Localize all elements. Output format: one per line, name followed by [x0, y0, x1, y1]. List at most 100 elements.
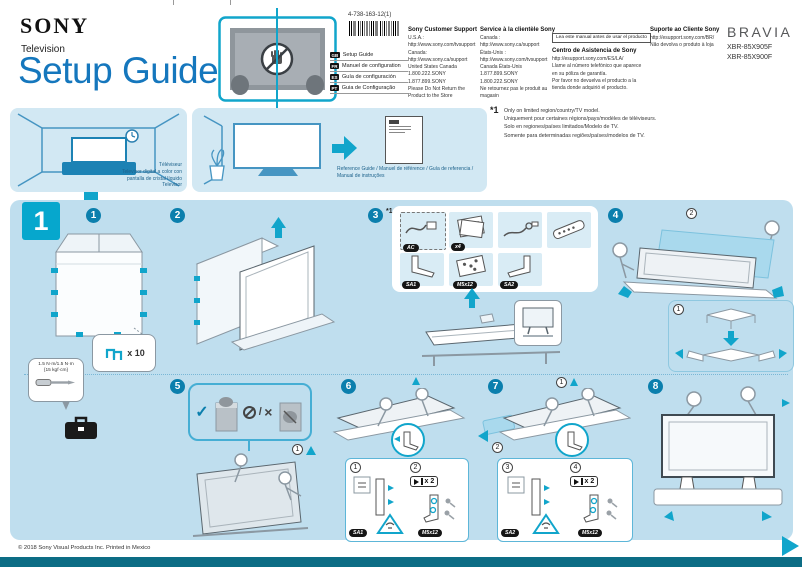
screws-label: M5x12 — [418, 529, 442, 537]
accessory-label: SA2 — [500, 281, 519, 289]
screw-count-box: x 2 — [410, 476, 439, 487]
support-title: Centro de Asistencia de Sony — [552, 48, 637, 54]
step6-illustration — [332, 388, 466, 457]
footer-bar — [0, 557, 802, 567]
reference-caption: Reference Guide / Manuel de référence / … — [337, 166, 474, 179]
step8-illustration — [653, 386, 790, 521]
fold-mark — [173, 0, 174, 5]
fold-mark — [230, 0, 231, 5]
accessory-remote — [547, 212, 591, 248]
model-number: XBR-85X900F — [727, 53, 773, 61]
prohibition-icon — [243, 405, 257, 419]
read-manual-banner: Lea este manual antes de usar el product… — [552, 32, 651, 43]
language-row: PT Guia de Configuração — [330, 83, 408, 94]
accessory-screws: M5x12 — [449, 253, 493, 289]
model-number: XBR-85X905F — [727, 44, 773, 51]
plant-leaves — [211, 148, 225, 167]
substep-2-marker: 2 — [686, 208, 697, 219]
center-guide-line — [276, 8, 278, 108]
step7-detail-box: 3 SA2 4 x 2 M5x12 — [497, 458, 633, 542]
accessory-documents: x4 — [449, 212, 493, 251]
stand-left-label: SA1 — [349, 529, 368, 537]
language-code: FR — [330, 63, 339, 69]
step4-corner-callout: 1 — [668, 300, 794, 372]
clip-count-bubble: x 10 — [92, 334, 156, 372]
reference-guide-panel: Reference Guide / Manuel de référence / … — [192, 108, 487, 192]
torque-bubble: 1.5 N·m/1.5 N·m {15 kgf·cm} — [28, 358, 84, 402]
accessory-label: x4 — [451, 243, 465, 251]
step-4-marker: 4 — [608, 208, 623, 223]
wrong-grip-picture — [279, 402, 302, 432]
copyright: © 2018 Sony Visual Products Inc. Printed… — [18, 545, 151, 551]
step-2-marker: 2 — [170, 208, 185, 223]
tv-caption: Téléviseur Televisor digital a color con… — [121, 162, 182, 189]
accessory-label: SA1 — [402, 281, 421, 289]
tv-room-panel: Téléviseur Televisor digital a color con… — [10, 108, 187, 192]
step7-illustration — [478, 388, 631, 457]
language-label: Manuel de configuration — [342, 63, 401, 69]
reference-booklet — [385, 116, 423, 164]
substep-1-marker: 1 — [556, 377, 567, 388]
accessory-cable-holder — [498, 212, 542, 248]
language-label: Setup Guide — [342, 52, 374, 58]
pinch-warning-icon — [376, 513, 404, 534]
right-arrow-head — [344, 136, 357, 160]
clip-icon — [106, 348, 123, 360]
pinch-warning-icon — [532, 513, 560, 534]
language-label: Guia de Configuração — [341, 85, 396, 91]
support-col-us: Sony Customer Support U.S.A.: http://www… — [408, 27, 478, 99]
check-icon: ✓ — [195, 404, 209, 421]
accessory-label: M5x12 — [453, 281, 477, 289]
language-row: GB Setup Guide — [330, 50, 408, 61]
row-divider — [24, 374, 788, 375]
substep-1-marker: 1 — [673, 304, 684, 315]
screw-icon — [574, 478, 579, 485]
step-5-marker: 5 — [170, 379, 185, 394]
screw-positions-diagram — [423, 494, 456, 523]
step-6-marker: 6 — [341, 379, 356, 394]
step-8-marker: 8 — [648, 379, 663, 394]
step5-lift-illustration — [192, 453, 309, 537]
language-list: GB Setup Guide FR Manuel de configuratio… — [330, 50, 408, 94]
section-number: 1 — [22, 202, 60, 240]
language-code: PT — [330, 85, 339, 91]
down-arrow — [84, 192, 98, 201]
accessory-stand-left: SA1 — [400, 253, 444, 289]
page-title: Setup Guide — [18, 50, 219, 91]
footnote-marker: *1 — [490, 105, 499, 115]
language-code: GB — [330, 52, 340, 58]
up-arrow — [412, 377, 420, 385]
clip-count: x 10 — [127, 348, 145, 358]
part-number: 4-738-163-12(1) — [348, 12, 392, 18]
accessory-ac-cord: AC — [400, 212, 446, 252]
support-col-br: Suporte ao Cliente Sony http://esupport.… — [650, 27, 724, 50]
barcode — [349, 21, 399, 36]
support-title: Sony Customer Support — [408, 27, 478, 33]
toolbox-icon — [65, 416, 97, 439]
step-7-marker: 7 — [488, 379, 503, 394]
cross-icon: × — [264, 404, 273, 420]
substep-2-marker: 2 — [410, 462, 421, 473]
stand-neck-diagram — [507, 476, 560, 534]
step3-inset-tv — [514, 300, 562, 346]
corner-arrow — [782, 536, 799, 556]
stand-neck-diagram — [353, 476, 404, 534]
accessories-box: AC x4 SA1 M5x12 SA2 — [392, 206, 598, 292]
support-title: Service à la clientèle Sony — [480, 27, 556, 33]
screws-label: M5x12 — [578, 529, 602, 537]
wall-tv-illustration — [203, 115, 321, 185]
model-numbers: XBR-85X905F XBR-85X900F — [727, 43, 772, 63]
accessories-footnote-marker: *1 — [386, 208, 393, 215]
step4-illustration — [612, 220, 784, 299]
step6-detail-box: 1 SA1 2 x 2 M5x12 — [345, 458, 469, 542]
substep-4-marker: 4 — [570, 462, 581, 473]
room-illustration — [17, 113, 180, 187]
sony-logo: SONY — [20, 13, 90, 38]
screwdriver-icon — [35, 379, 75, 387]
stand-right-label: SA2 — [501, 529, 520, 537]
screw-positions-diagram — [583, 494, 618, 523]
language-code: ES — [330, 74, 340, 80]
step-1-marker: 1 — [86, 208, 101, 223]
substep-1-marker: 1 — [292, 444, 303, 455]
